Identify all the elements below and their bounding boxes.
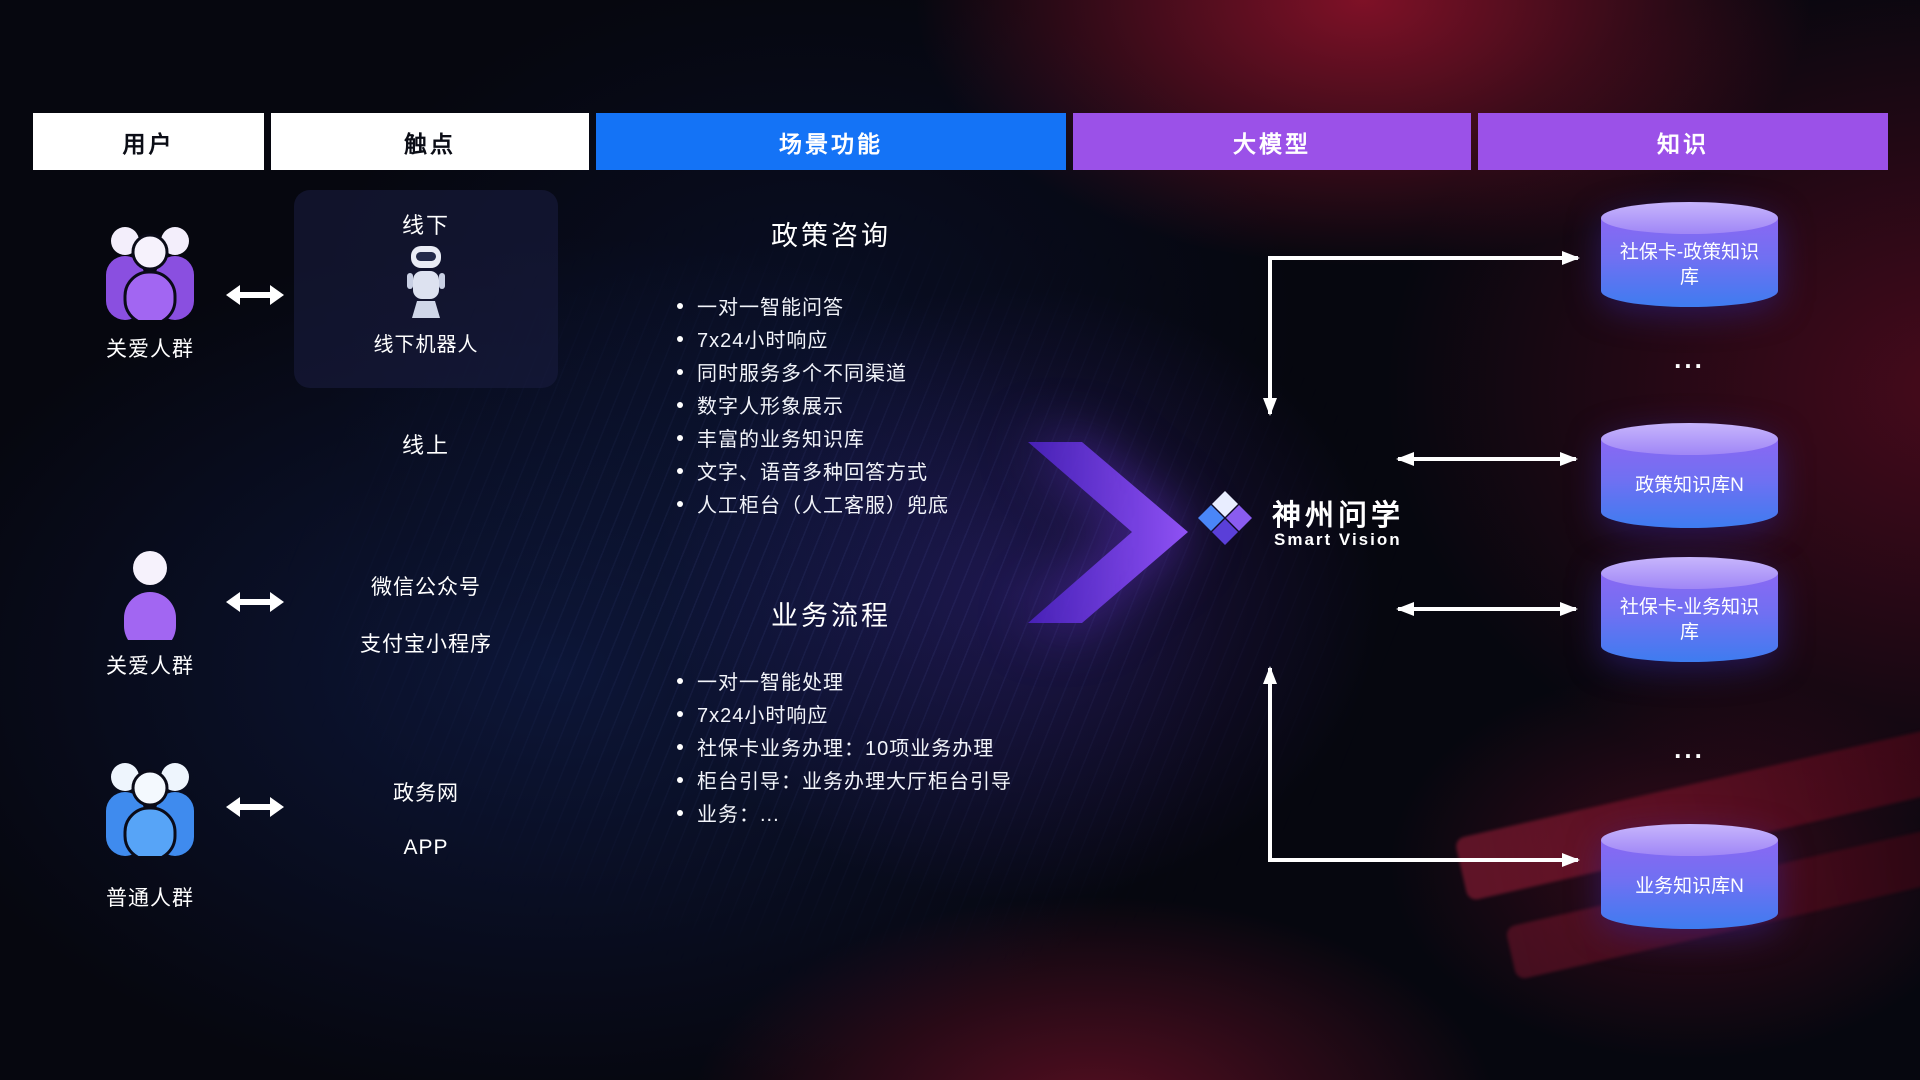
scenario-item-text: 同时服务多个不同渠道 bbox=[697, 363, 907, 385]
scenario-item-text: 人工柜台（人工客服）兜底 bbox=[697, 495, 949, 517]
knowledge-db-label: 社保卡-业务知识库 bbox=[1619, 596, 1760, 643]
bullet-dot bbox=[677, 743, 683, 750]
scenario-bullet-item: 文字、语音多种回答方式 bbox=[677, 454, 949, 487]
knowledge-db-business-ssc: 社保卡-业务知识库 bbox=[1601, 557, 1778, 662]
column-header-scenarios: 场景功能 bbox=[596, 113, 1066, 170]
group-users-purple-icon bbox=[95, 216, 205, 320]
user-group-label: 普通人群 bbox=[106, 887, 194, 910]
column-header-model: 大模型 bbox=[1073, 113, 1471, 170]
knowledge-db-label: 社保卡-政策知识库 bbox=[1619, 241, 1760, 288]
scenario-bullet-item: 柜台引导：业务办理大厅柜台引导 bbox=[677, 763, 1012, 796]
scenario-item-text: 一对一智能处理 bbox=[697, 672, 844, 694]
knowledge-db-business-n: 业务知识库N bbox=[1601, 824, 1778, 929]
scenario-bullet-item: 人工柜台（人工客服）兜底 bbox=[677, 487, 949, 520]
bullet-dot bbox=[677, 500, 683, 507]
scenario-bullet-item: 一对一智能问答 bbox=[677, 289, 949, 322]
model-name: 神州问学 bbox=[1272, 500, 1405, 532]
bullet-dot bbox=[677, 677, 683, 684]
column-header-users: 用户 bbox=[33, 113, 264, 170]
bullet-dot bbox=[677, 710, 683, 717]
scenario-item-text: 丰富的业务知识库 bbox=[697, 429, 865, 451]
bullet-dot bbox=[677, 467, 683, 474]
online-title: 线上 bbox=[401, 433, 450, 458]
touchpoint-gov-web: 政务网 bbox=[393, 782, 459, 805]
knowledge-db-label: 业务知识库N bbox=[1635, 876, 1744, 897]
offline-title: 线下 bbox=[401, 213, 450, 238]
offline-touchpoint-card: 线下 线下机器人 bbox=[294, 190, 558, 388]
group-users-blue-icon bbox=[95, 752, 205, 856]
scenario-item-text: 业务：... bbox=[697, 804, 780, 826]
scenario-title-policy: 政策咨询 bbox=[771, 221, 891, 251]
knowledge-db-policy-ssc: 社保卡-政策知识库 bbox=[1601, 202, 1778, 307]
bidirectional-arrow-icon bbox=[226, 794, 284, 820]
scenario-item-text: 文字、语音多种回答方式 bbox=[697, 462, 928, 484]
scenario-bullet-item: 同时服务多个不同渠道 bbox=[677, 355, 949, 388]
scenario-item-text: 社保卡业务办理：10项业务办理 bbox=[697, 738, 995, 760]
user-group-label: 关爱人群 bbox=[106, 655, 194, 678]
touchpoint-app: APP bbox=[403, 836, 449, 859]
bullet-dot bbox=[677, 335, 683, 342]
bidirectional-arrow-icon bbox=[226, 282, 284, 308]
knowledge-db-policy-n: 政策知识库N bbox=[1601, 423, 1778, 528]
scenario-item-text: 7x24小时响应 bbox=[697, 330, 829, 352]
scenario-item-text: 一对一智能问答 bbox=[697, 297, 844, 319]
bullet-dot bbox=[677, 302, 683, 309]
column-header-touchpoints: 触点 bbox=[271, 113, 589, 170]
offline-robot-label: 线下机器人 bbox=[373, 334, 479, 356]
knowledge-ellipsis: ... bbox=[1674, 344, 1705, 374]
bullet-dot bbox=[677, 809, 683, 816]
scenario-item-text: 7x24小时响应 bbox=[697, 705, 829, 727]
touchpoint-wechat: 微信公众号 bbox=[371, 576, 481, 599]
bidirectional-arrow-icon bbox=[226, 589, 284, 615]
knowledge-db-label: 政策知识库N bbox=[1635, 475, 1744, 496]
bullet-dot bbox=[677, 368, 683, 375]
robot-icon bbox=[404, 246, 448, 318]
bullet-dot bbox=[677, 434, 683, 441]
bullet-dot bbox=[677, 401, 683, 408]
diamond-logo bbox=[1196, 489, 1254, 547]
model-subtitle: Smart Vision bbox=[1274, 530, 1402, 549]
scenario-bullet-item: 数字人形象展示 bbox=[677, 388, 949, 421]
scenario-item-text: 数字人形象展示 bbox=[697, 396, 844, 418]
bullet-dot bbox=[677, 776, 683, 783]
knowledge-ellipsis: ... bbox=[1674, 734, 1705, 764]
column-header-knowledge: 知识 bbox=[1478, 113, 1888, 170]
single-user-purple-icon bbox=[118, 548, 182, 640]
scenario-title-business: 业务流程 bbox=[771, 601, 891, 631]
touchpoint-alipay: 支付宝小程序 bbox=[360, 633, 492, 656]
scenario-bullet-item: 一对一智能处理 bbox=[677, 664, 1012, 697]
scenario-item-text: 柜台引导：业务办理大厅柜台引导 bbox=[697, 771, 1012, 793]
scenario-bullet-item: 丰富的业务知识库 bbox=[677, 421, 949, 454]
scenario-bullet-item: 7x24小时响应 bbox=[677, 697, 1012, 730]
scenario-business-list: 一对一智能处理 7x24小时响应 社保卡业务办理：10项业务办理 柜台引导：业务… bbox=[677, 664, 1012, 829]
scenario-bullet-item: 社保卡业务办理：10项业务办理 bbox=[677, 730, 1012, 763]
scenario-bullet-item: 7x24小时响应 bbox=[677, 322, 949, 355]
scenario-policy-list: 一对一智能问答 7x24小时响应 同时服务多个不同渠道 数字人形象展示 丰富的业… bbox=[677, 289, 949, 520]
scenario-bullet-item: 业务：... bbox=[677, 796, 1012, 829]
flow-arrow-icon bbox=[1028, 420, 1188, 645]
user-group-label: 关爱人群 bbox=[106, 338, 194, 361]
